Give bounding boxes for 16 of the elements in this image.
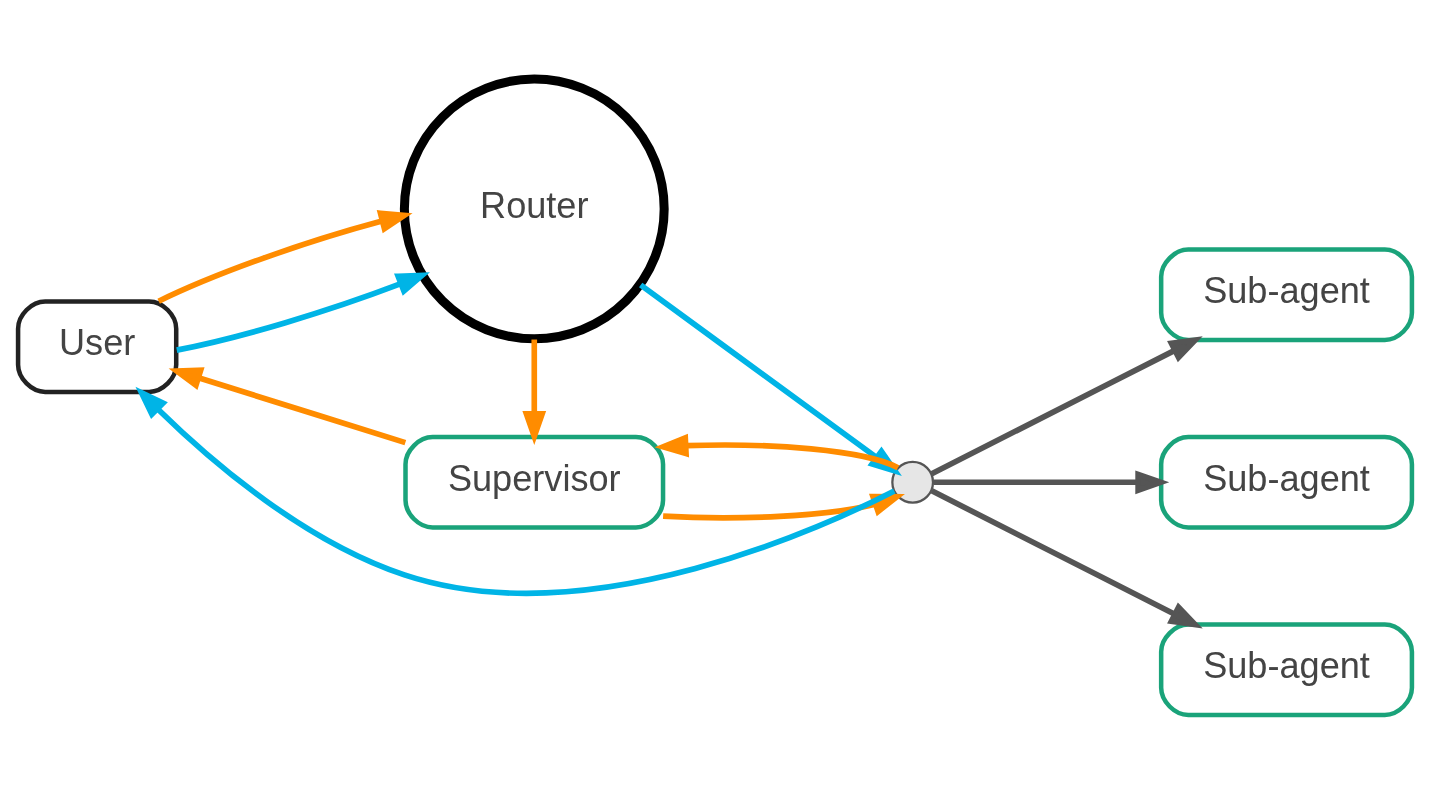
node-box: User [15, 299, 179, 395]
arrow [135, 386, 896, 596]
node-box: Sub-agent [1158, 434, 1415, 530]
arrow [157, 210, 413, 304]
arrow [176, 272, 430, 353]
arrow [654, 433, 900, 471]
arrow [522, 339, 547, 445]
arrow [930, 488, 1203, 629]
node-box: Sub-agent [1158, 622, 1415, 718]
node-box: Supervisor [403, 434, 666, 530]
node-circle: Router [399, 74, 669, 344]
node-box: Sub-agent [1158, 247, 1415, 343]
arrow [930, 336, 1203, 477]
arrow [933, 470, 1170, 495]
arrow [168, 367, 407, 446]
node-circle [891, 460, 935, 504]
